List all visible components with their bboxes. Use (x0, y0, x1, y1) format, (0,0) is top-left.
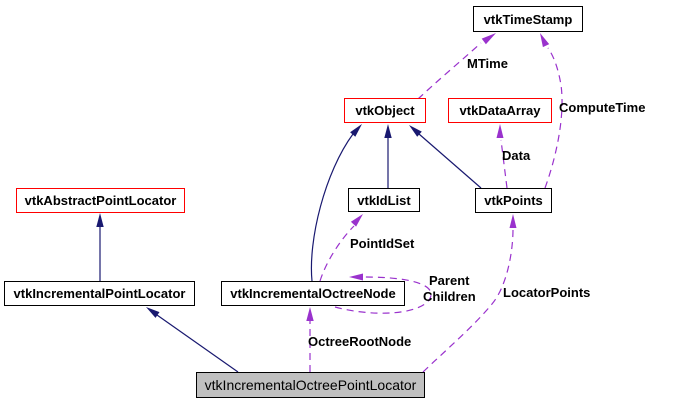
node-vtkIdList[interactable]: vtkIdList (348, 188, 420, 212)
node-vtkIncrementalOctreeNode[interactable]: vtkIncrementalOctreeNode (221, 281, 405, 306)
node-vtkObject[interactable]: vtkObject (344, 98, 426, 123)
usage-arrow-data (500, 139, 508, 189)
usage-arrow-parent-children-selfloop (334, 276, 432, 314)
inheritance-arrowhead (96, 213, 104, 227)
usage-arrowhead (306, 307, 314, 321)
usage-arrow-locatorpoints (422, 228, 514, 373)
usage-arrowhead (509, 214, 517, 228)
edge-label-data: Data (502, 148, 531, 163)
inheritance-arrow-main-to-incrementalpointlocator (156, 314, 239, 373)
edge-label-parent: Parent (429, 273, 470, 288)
inheritance-arrowhead (350, 124, 362, 137)
node-vtkDataArray[interactable]: vtkDataArray (448, 98, 552, 123)
edge-label-pointidset: PointIdSet (350, 236, 415, 251)
edge-label-mtime: MTime (467, 56, 508, 71)
usage-arrow-computetime (544, 47, 563, 189)
usage-arrowhead (349, 273, 363, 281)
node-vtkAbstractPointLocator[interactable]: vtkAbstractPointLocator (16, 188, 185, 213)
edge-label-locatorpoints: LocatorPoints (503, 285, 591, 300)
inheritance-arrow-points-to-object (418, 133, 482, 189)
inheritance-arrowhead (409, 125, 422, 137)
usage-arrowhead (350, 214, 363, 227)
usage-arrowhead (481, 33, 496, 45)
edge-label-children: Children (423, 289, 476, 304)
usage-arrowhead (540, 33, 550, 48)
inheritance-arrowhead (146, 307, 160, 318)
inheritance-arrow-octreenode-to-object (310, 133, 354, 282)
node-vtkIncrementalPointLocator[interactable]: vtkIncrementalPointLocator (4, 281, 195, 306)
inheritance-arrowhead (384, 124, 392, 138)
node-vtkPoints[interactable]: vtkPoints (475, 188, 552, 213)
edge-label-octreerootnode: OctreeRootNode (308, 334, 412, 349)
edge-label-computetime: ComputeTime (559, 100, 646, 115)
usage-arrow-mtime (417, 42, 482, 100)
node-vtkTimeStamp[interactable]: vtkTimeStamp (473, 6, 583, 32)
usage-arrowhead (496, 124, 504, 138)
usage-arrow-pointidset (319, 225, 355, 282)
node-vtkIncrementalOctreePointLocator: vtkIncrementalOctreePointLocator (196, 372, 425, 398)
